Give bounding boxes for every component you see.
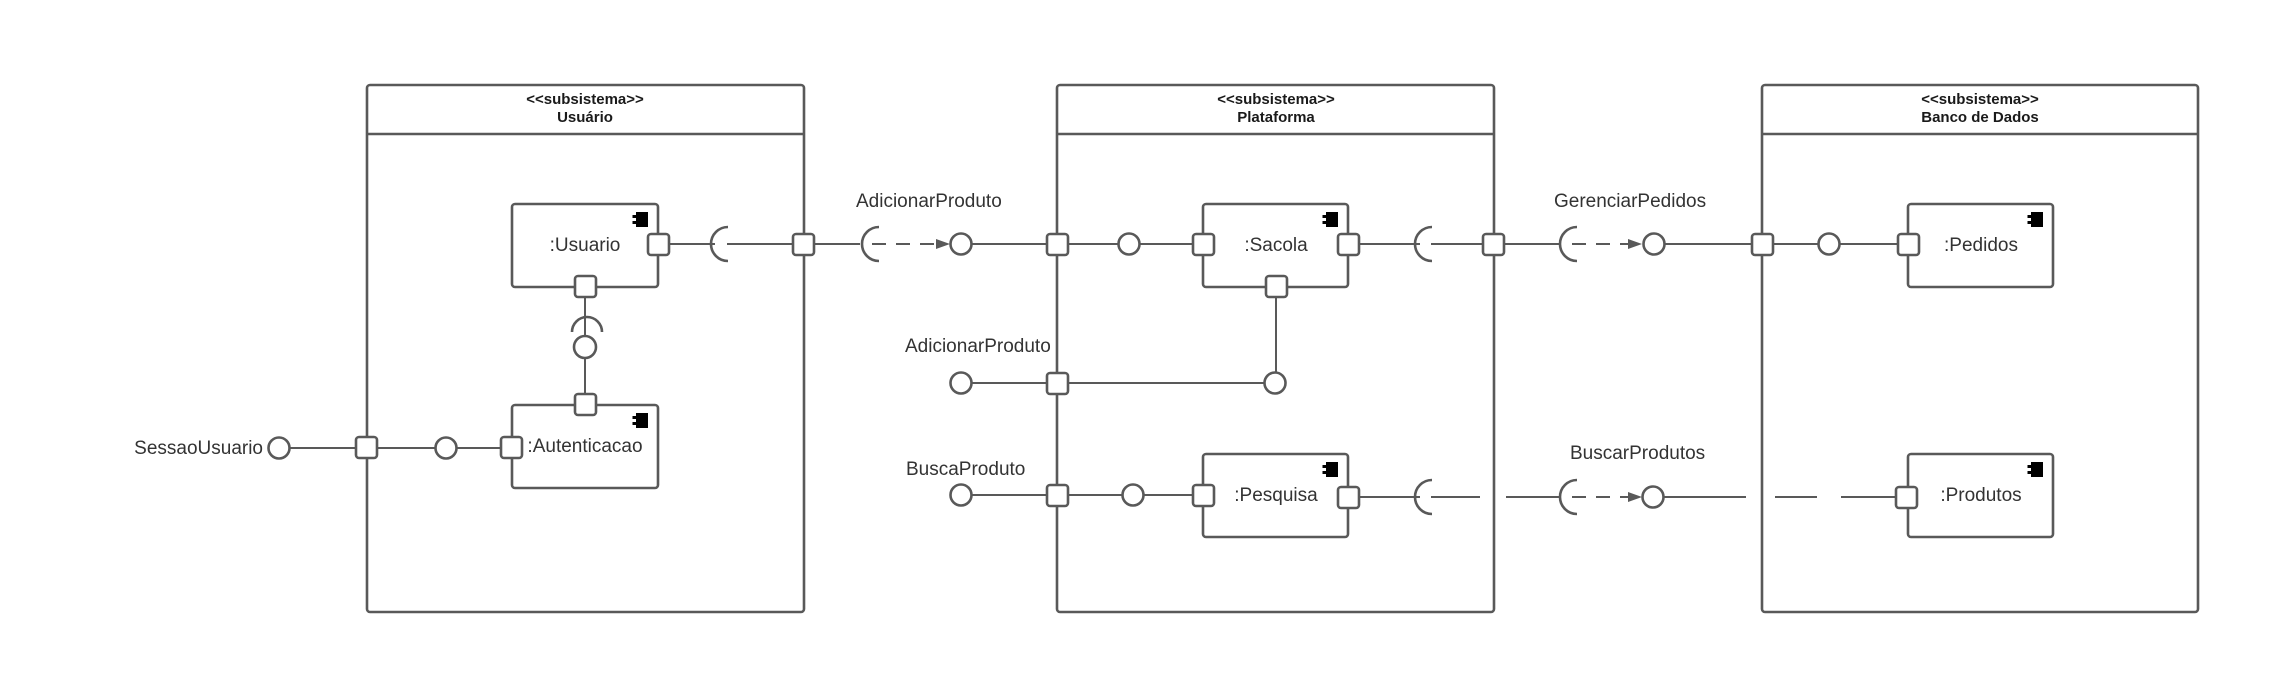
- socket-autenticacao: [570, 315, 604, 333]
- interface-labels: SessaoUsuario AdicionarProduto Adicionar…: [134, 191, 1706, 480]
- subsystem-banco-name: Banco de Dados: [1921, 109, 2039, 126]
- dependency-arrowhead-2: [1628, 239, 1642, 249]
- label-buscarprodutos: BuscarProdutos: [1570, 443, 1705, 464]
- component-pesquisa-label: :Pesquisa: [1234, 485, 1318, 506]
- ports: [354, 232, 1921, 510]
- label-sessaousuario: SessaoUsuario: [134, 438, 263, 459]
- label-adicionarproduto-top: AdicionarProduto: [856, 191, 1002, 212]
- socket-buscarprodutos: [1558, 478, 1578, 516]
- label-buscaproduto: BuscaProduto: [906, 459, 1025, 480]
- port-pesquisa-right[interactable]: [1336, 485, 1361, 510]
- port-plataforma-left-bottom[interactable]: [1045, 483, 1070, 508]
- component-usuario[interactable]: :Usuario: [510, 202, 660, 289]
- component-autenticacao-label: :Autenticacao: [527, 436, 642, 457]
- subsystem-plataforma-stereotype: <<subsistema>>: [1217, 91, 1335, 108]
- socket-pesquisa: [1413, 478, 1433, 516]
- sockets: [570, 225, 1578, 516]
- port-plataforma-left-top[interactable]: [1045, 232, 1070, 257]
- ball-pedidos-in: [1817, 232, 1841, 256]
- subsystem-banco-de-dados[interactable]: <<subsistema>> Banco de Dados: [1760, 83, 2200, 614]
- component-autenticacao[interactable]: :Autenticacao: [510, 403, 660, 490]
- ball-adicionarproduto-top: [949, 232, 973, 256]
- component-produtos-label: :Produtos: [1940, 485, 2021, 506]
- port-sacola-left[interactable]: [1191, 232, 1216, 257]
- port-usuario-right[interactable]: [646, 232, 671, 257]
- port-usuario-subsystem-right[interactable]: [791, 232, 816, 257]
- ball-gerenciarpedidos: [1642, 232, 1666, 256]
- socket-sacola: [1413, 225, 1433, 263]
- ball-pesquisa-in: [1121, 483, 1145, 507]
- ball-autenticacao: [434, 436, 458, 460]
- ball-adicionarproduto-mid: [949, 371, 973, 395]
- label-gerenciarpedidos: GerenciarPedidos: [1554, 191, 1706, 212]
- port-pedidos-left[interactable]: [1896, 232, 1921, 257]
- dependency-arrowhead-3: [1628, 492, 1642, 502]
- label-adicionarproduto-mid: AdicionarProduto: [905, 336, 1051, 357]
- ball-sacola-down: [1263, 371, 1287, 395]
- port-plataforma-left-mid[interactable]: [1045, 371, 1070, 396]
- subsystem-plataforma-name: Plataforma: [1237, 109, 1315, 126]
- ball-sessaousuario: [267, 436, 291, 460]
- component-pedidos[interactable]: :Pedidos: [1906, 202, 2055, 289]
- socket-adicionarproduto: [860, 225, 880, 263]
- port-autenticacao-top[interactable]: [573, 392, 598, 417]
- component-usuario-label: :Usuario: [550, 235, 621, 256]
- subsystem-usuario-name: Usuário: [557, 109, 613, 126]
- ball-sacola-in: [1117, 232, 1141, 256]
- ball-buscaproduto: [949, 483, 973, 507]
- socket-gerenciarpedidos: [1558, 225, 1578, 263]
- component-sacola-label: :Sacola: [1244, 235, 1308, 256]
- component-pesquisa[interactable]: :Pesquisa: [1201, 452, 1350, 539]
- subsystem-banco-stereotype: <<subsistema>>: [1921, 91, 2039, 108]
- component-sacola[interactable]: :Sacola: [1201, 202, 1350, 289]
- port-usuario-subsystem-left[interactable]: [354, 435, 379, 460]
- component-produtos[interactable]: :Produtos: [1906, 452, 2055, 539]
- dependency-arrowhead: [936, 239, 950, 249]
- socket-usuario: [709, 225, 729, 263]
- port-banco-left[interactable]: [1750, 232, 1775, 257]
- port-autenticacao-left[interactable]: [499, 435, 524, 460]
- port-pesquisa-left[interactable]: [1191, 483, 1216, 508]
- ball-buscarprodutos: [1641, 485, 1665, 509]
- port-sacola-right[interactable]: [1336, 232, 1361, 257]
- ball-usuario-autenticacao: [572, 334, 598, 360]
- balls: [267, 232, 1841, 509]
- connectors: [290, 239, 1898, 502]
- port-produtos-left[interactable]: [1894, 485, 1919, 510]
- subsystem-usuario-stereotype: <<subsistema>>: [526, 91, 644, 108]
- port-plataforma-right[interactable]: [1481, 232, 1506, 257]
- port-usuario-bottom[interactable]: [573, 274, 598, 299]
- port-sacola-bottom[interactable]: [1264, 274, 1289, 299]
- component-pedidos-label: :Pedidos: [1944, 235, 2018, 256]
- subsystem-banco-frame: [1760, 83, 2200, 614]
